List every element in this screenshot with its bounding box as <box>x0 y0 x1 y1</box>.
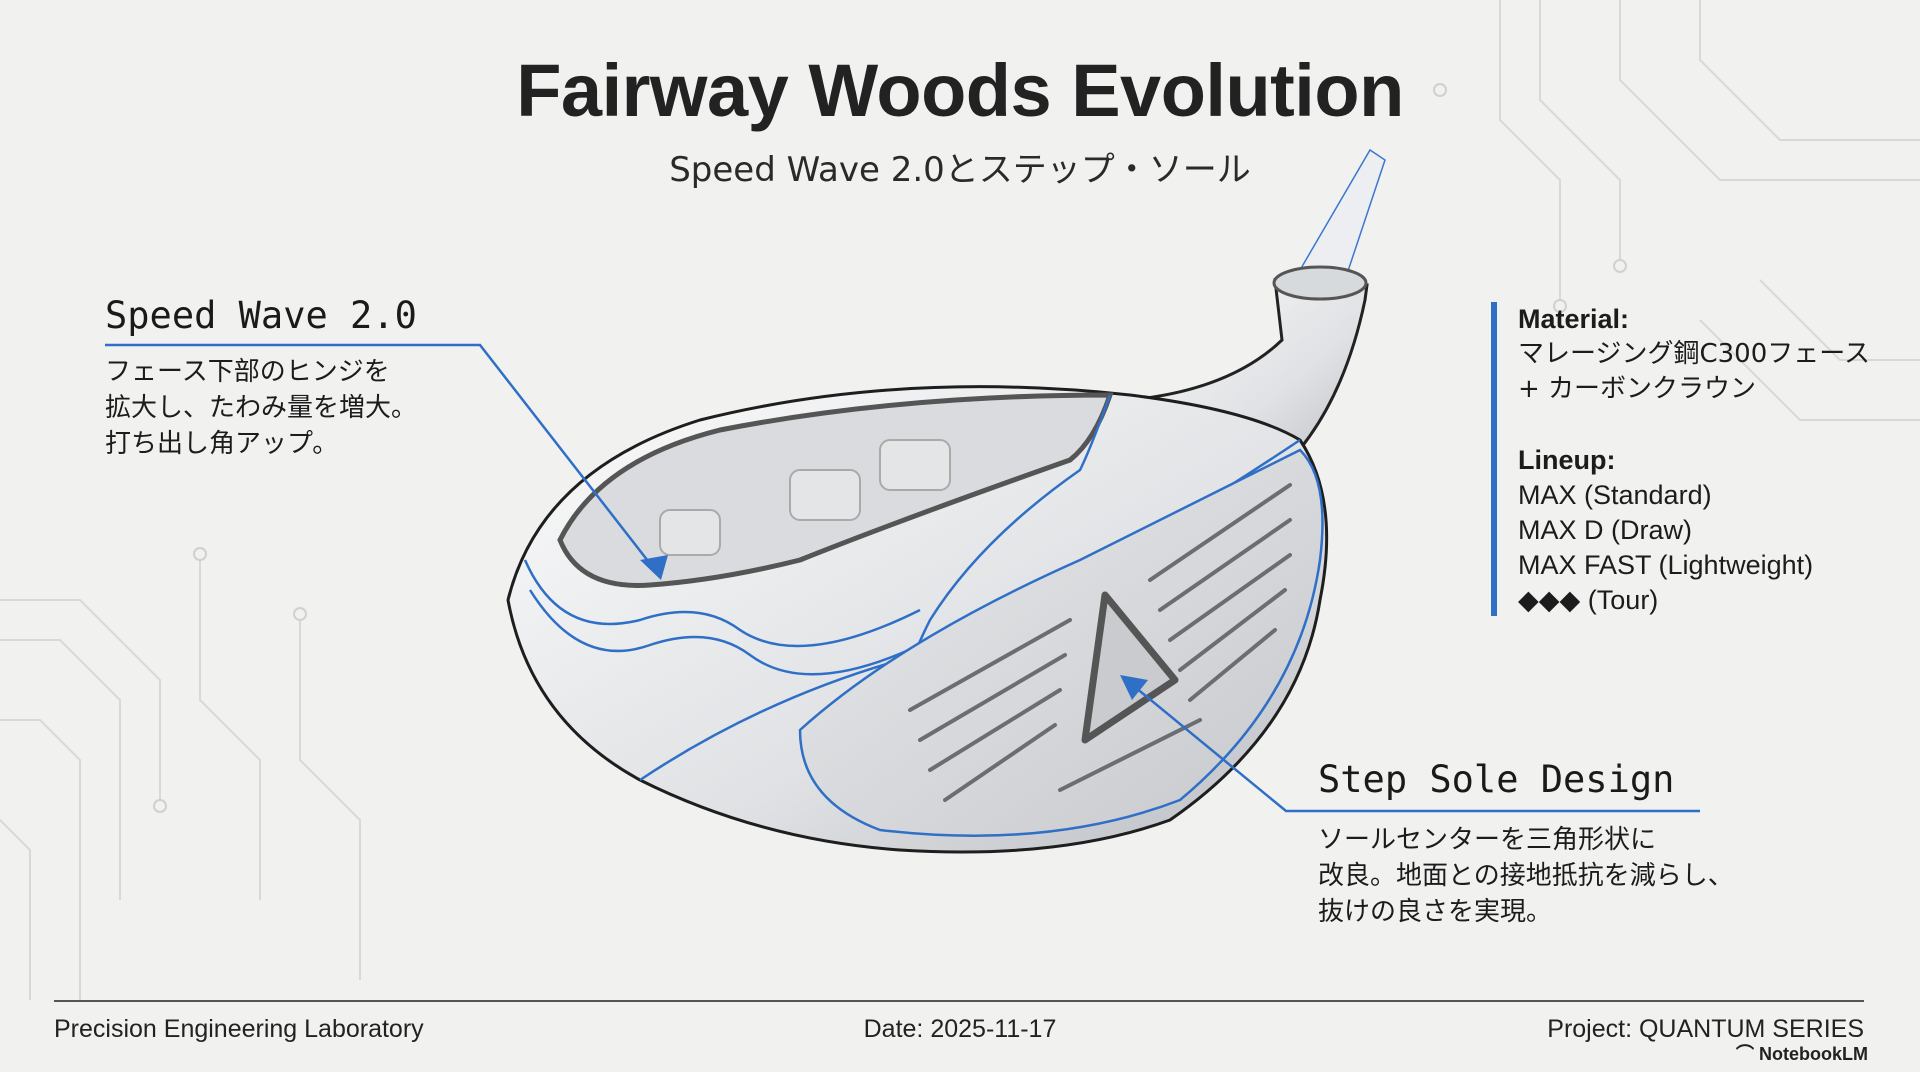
description-line: フェース下部のヒンジを <box>105 357 390 387</box>
footer-project: Project: QUANTUM SERIES <box>1547 1015 1864 1043</box>
lineup-item: MAX (Standard) <box>1518 480 1712 510</box>
page-subtitle: Speed Wave 2.0とステップ・ソール <box>669 150 1251 190</box>
speed-wave-description: フェース下部のヒンジを 拡大し、たわみ量を増大。 打ち出し角アップ。 <box>105 354 417 462</box>
arrowhead-icon <box>640 555 668 580</box>
description-line: 抜けの良さを実現。 <box>1318 897 1553 927</box>
description-line: 改良。地面との接地抵抗を減らし、 <box>1318 861 1734 891</box>
material-heading: Material: <box>1518 304 1630 334</box>
lineup-item: ◆◆◆ (Tour) <box>1518 585 1659 615</box>
page-title: Fairway Woods Evolution <box>516 49 1404 132</box>
step-sole-label: Step Sole Design <box>1318 758 1675 801</box>
arrowhead-icon <box>1120 675 1148 700</box>
specs-panel: Material: マレージング鋼C300フェース + カーボンクラウン Lin… <box>1491 302 1870 616</box>
brand-name: NotebookLM <box>1759 1044 1868 1064</box>
speed-wave-label: Speed Wave 2.0 <box>105 294 417 337</box>
notebooklm-watermark: ⌒ NotebookLM <box>1736 1040 1868 1066</box>
material-line: + カーボンクラウン <box>1518 374 1757 404</box>
footer-date: Date: 2025-11-17 <box>863 1015 1057 1043</box>
lineup-heading: Lineup: <box>1518 445 1616 475</box>
lineup-item: MAX FAST (Lightweight) <box>1518 550 1814 580</box>
description-line: 打ち出し角アップ。 <box>105 429 339 459</box>
footer-divider <box>54 1000 1864 1002</box>
lineup-item: MAX D (Draw) <box>1518 515 1692 545</box>
description-line: ソールセンターを三角形状に <box>1318 825 1657 855</box>
footer-lab: Precision Engineering Laboratory <box>54 1015 424 1043</box>
description-line: 拡大し、たわみ量を増大。 <box>105 393 418 423</box>
step-sole-description: ソールセンターを三角形状に 改良。地面との接地抵抗を減らし、 抜けの良さを実現。 <box>1318 822 1734 930</box>
material-line: マレージング鋼C300フェース <box>1518 339 1870 369</box>
notebooklm-logo-icon: ⌒ <box>1736 1044 1760 1064</box>
